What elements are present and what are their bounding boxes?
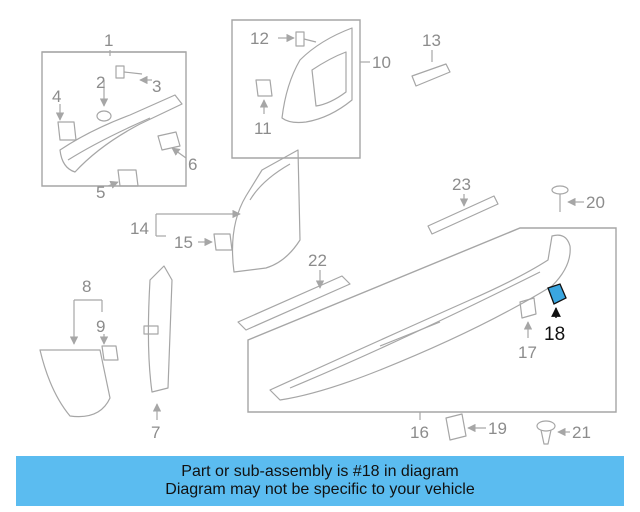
part-2-clip <box>96 80 112 122</box>
callout-12: 12 <box>250 29 269 48</box>
callout-3: 3 <box>152 77 161 96</box>
part-5-clip <box>107 169 139 189</box>
part-21-push-clip <box>536 420 570 445</box>
callout-8: 8 <box>82 277 91 296</box>
callout-7: 7 <box>151 423 160 442</box>
callout-4: 4 <box>52 87 61 106</box>
part-18-clip-highlighted <box>547 283 567 318</box>
callout-20: 20 <box>586 193 605 212</box>
part-8-kick-panel <box>39 299 111 418</box>
callout-11: 11 <box>254 119 272 138</box>
part-22-scuff-plate <box>237 270 351 331</box>
callout-1: 1 <box>104 31 113 50</box>
callout-5: 5 <box>96 183 105 202</box>
callout-14: 14 <box>130 219 149 238</box>
part-6-cap <box>157 131 187 159</box>
part-17-clip <box>519 297 537 338</box>
callout-10: 10 <box>372 53 391 72</box>
callout-2: 2 <box>96 73 105 92</box>
part-10-quarter-trim <box>281 27 353 124</box>
part-23-plate <box>427 194 499 235</box>
banner-line-1: Part or sub-assembly is #18 in diagram <box>181 463 459 480</box>
callout-21: 21 <box>572 423 591 442</box>
part-16-sill-trim <box>269 234 571 401</box>
part-19-clip <box>445 413 486 441</box>
callout-9: 9 <box>96 317 105 336</box>
part-1-garnish <box>59 94 183 173</box>
info-banner: Part or sub-assembly is #18 in diagram D… <box>16 456 624 506</box>
part-12-screw <box>278 31 317 47</box>
part-7-pillar-lower <box>143 265 173 420</box>
part-15-clip <box>198 233 233 251</box>
parts-diagram: 1 2 3 4 5 6 10 12 <box>39 19 617 445</box>
part-4-clip <box>55 104 77 141</box>
callout-6: 6 <box>188 155 197 174</box>
group-box-10 <box>231 19 370 159</box>
leader-14 <box>155 209 241 237</box>
banner-line-2: Diagram may not be specific to your vehi… <box>165 481 475 498</box>
callout-22: 22 <box>308 251 327 270</box>
callout-16: 16 <box>410 423 429 442</box>
callout-17: 17 <box>518 343 537 362</box>
callout-13: 13 <box>422 31 441 50</box>
part-3-screw <box>115 65 152 85</box>
part-11-clip <box>255 79 273 114</box>
part-13-handle <box>411 50 451 87</box>
part-14-pillar-trim <box>231 149 301 273</box>
group-box-16 <box>247 227 617 413</box>
group-box-1 <box>41 51 187 187</box>
part-20-screw <box>551 185 584 212</box>
callout-18: 18 <box>544 324 565 345</box>
callout-15: 15 <box>174 233 193 252</box>
callout-19: 19 <box>488 419 507 438</box>
part-9-clip <box>99 334 119 361</box>
callout-23: 23 <box>452 175 471 194</box>
